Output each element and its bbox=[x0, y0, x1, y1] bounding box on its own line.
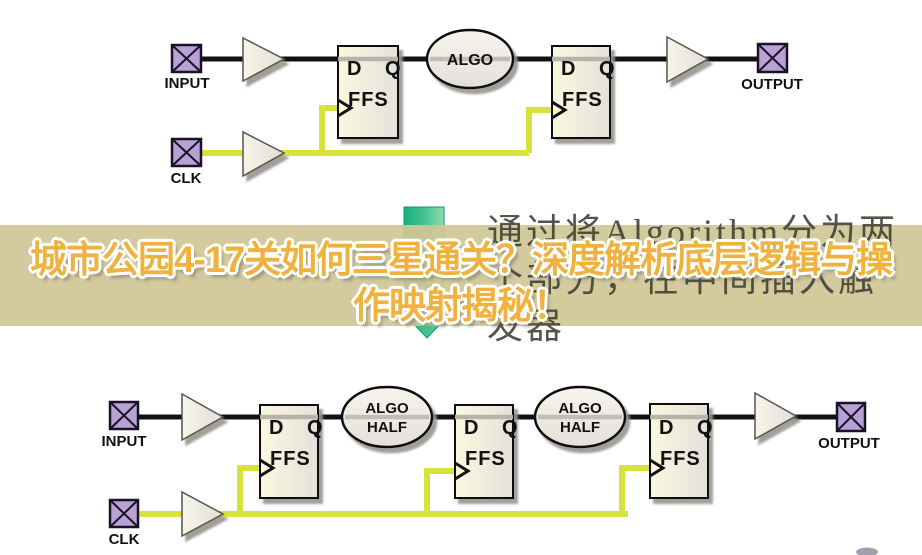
clock-wire bbox=[138, 465, 651, 517]
ff-name-label: FFS bbox=[465, 448, 506, 470]
ff-pins-label: D Q bbox=[347, 58, 410, 80]
clk-label: CLK bbox=[109, 531, 140, 548]
output-label: OUTPUT bbox=[818, 435, 880, 452]
clock-input-icon bbox=[454, 461, 471, 481]
algo-half-label-1: ALGO bbox=[558, 400, 602, 417]
clock-buffer-icon bbox=[242, 130, 286, 178]
flip-flop-block: D Q FFS bbox=[454, 404, 527, 499]
clock-buffer-icon bbox=[181, 490, 225, 538]
clk-port-icon bbox=[108, 498, 140, 529]
background-caption: 通过将Algorithm分为两 个部分，在中间插入触 发器 bbox=[487, 209, 898, 350]
ff-name-label: FFS bbox=[562, 89, 603, 111]
buffer-icon bbox=[754, 391, 798, 441]
output-label: OUTPUT bbox=[741, 76, 803, 93]
clock-input-icon bbox=[649, 458, 666, 478]
clk-label: CLK bbox=[171, 170, 202, 187]
input-label: INPUT bbox=[165, 75, 210, 92]
clk-port-icon bbox=[170, 137, 203, 168]
ff-pins-label: D Q bbox=[659, 417, 722, 439]
input-port-icon bbox=[108, 400, 140, 431]
flip-flop-block: D Q FFS bbox=[259, 404, 332, 499]
algo-half-label-1: ALGO bbox=[365, 400, 409, 417]
title-banner-background bbox=[0, 225, 922, 326]
title-line-1: 城市公园4-17关如何三星通关？深度解析底层逻辑与操 bbox=[29, 239, 893, 280]
ff-name-label: FFS bbox=[270, 448, 311, 470]
algo-half-block: ALGO HALF bbox=[533, 385, 627, 449]
caption-line: 个部分，在中间插入触 bbox=[487, 259, 878, 299]
output-port-icon bbox=[756, 42, 789, 74]
ff-pins-label: D Q bbox=[464, 417, 527, 439]
cropped-watermark-shape bbox=[856, 547, 878, 555]
algo-label: ALGO bbox=[447, 52, 493, 69]
article-title: 城市公园4-17关如何三星通关？深度解析底层逻辑与操 作映射揭秘！ bbox=[0, 237, 922, 329]
pipeline-diagram-split-algo: INPUT D Q FFS ALGO HALF D Q FFS ALGO HAL… bbox=[102, 385, 880, 555]
ff-name-label: FFS bbox=[660, 448, 701, 470]
ff-name-label: FFS bbox=[348, 89, 389, 111]
algo-block: ALGO bbox=[425, 28, 515, 90]
clock-input-icon bbox=[259, 458, 276, 478]
input-port-icon bbox=[170, 43, 203, 74]
buffer-icon bbox=[242, 36, 286, 83]
flip-flop-block: D Q FFS bbox=[337, 45, 410, 139]
title-line-2: 作映射揭秘！ bbox=[353, 285, 570, 326]
buffer-icon bbox=[181, 392, 225, 442]
input-label: INPUT bbox=[102, 433, 147, 450]
caption-line: 通过将Algorithm分为两 bbox=[487, 212, 898, 252]
output-port-icon bbox=[835, 401, 867, 433]
ff-pins-label: D Q bbox=[561, 58, 624, 80]
caption-line: 发器 bbox=[487, 306, 566, 346]
flip-flop-block: D Q FFS bbox=[649, 403, 722, 499]
flip-flop-block: D Q FFS bbox=[551, 45, 624, 139]
clock-input-icon bbox=[551, 100, 568, 120]
clock-input-icon bbox=[337, 98, 354, 118]
ff-pins-label: D Q bbox=[269, 417, 332, 439]
algo-half-label-2: HALF bbox=[367, 419, 407, 436]
buffer-icon bbox=[666, 35, 710, 84]
algo-half-block: ALGO HALF bbox=[340, 385, 434, 449]
pipeline-diagram-single-algo: INPUT D Q FFS ALGO D Q FFS OUTPUT CLK bbox=[165, 28, 803, 187]
algo-half-label-2: HALF bbox=[560, 419, 600, 436]
